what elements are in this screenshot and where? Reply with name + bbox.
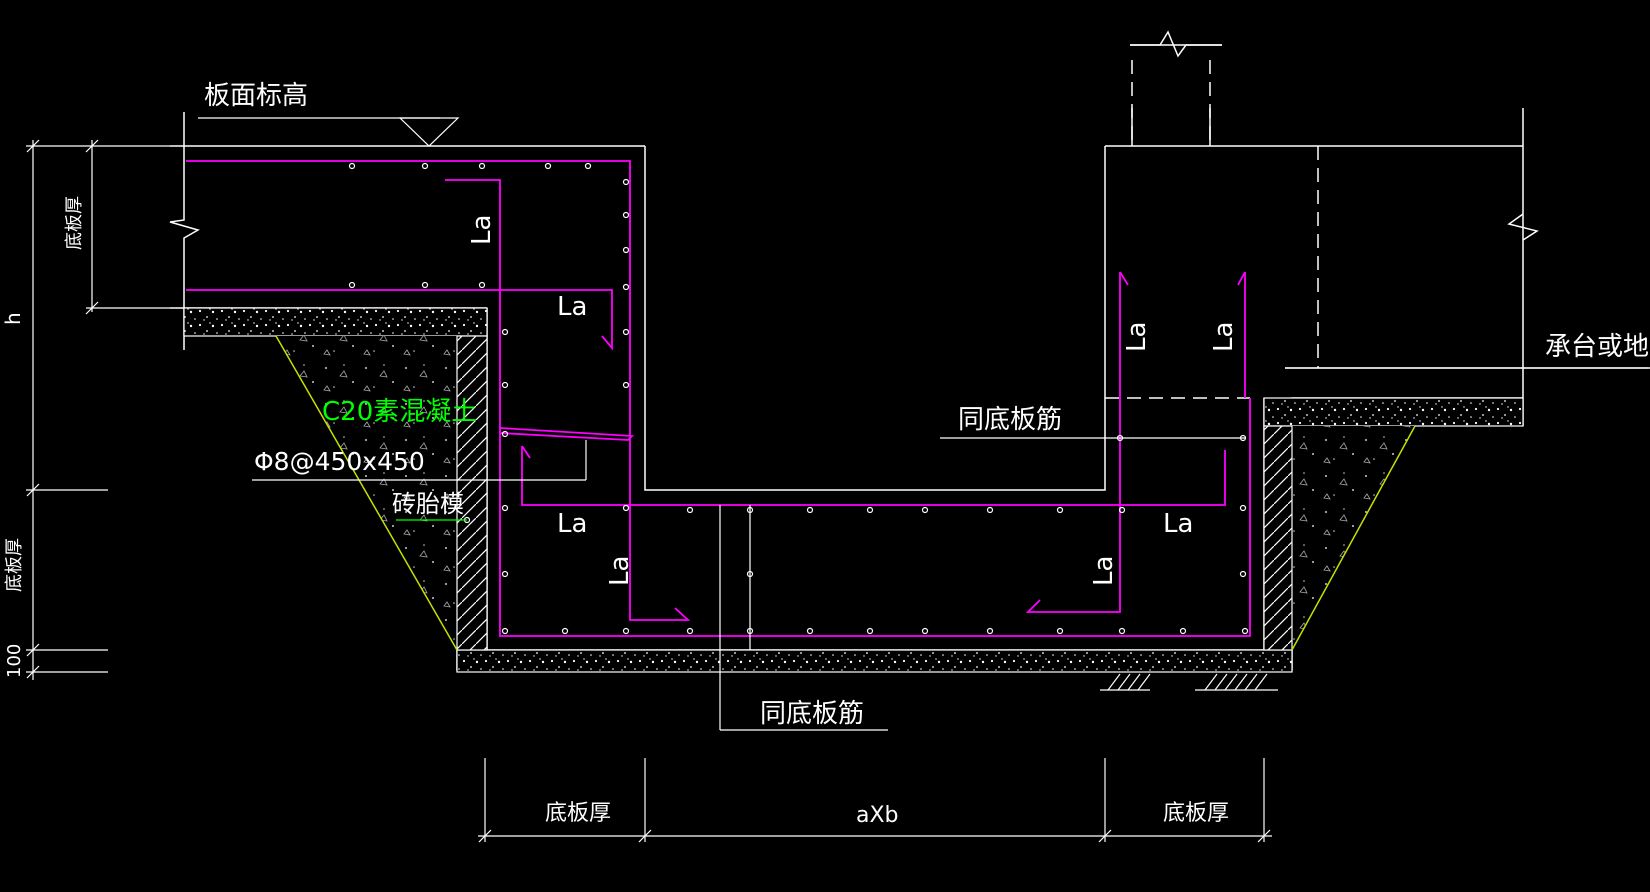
brick-mold-label: 砖胎模	[392, 490, 464, 518]
la-label-5: La	[1122, 322, 1152, 352]
bottom-thickness-label-top: 底板厚	[64, 196, 85, 250]
dim-100-label: 100	[4, 644, 25, 678]
la-label-6: La	[1209, 322, 1239, 352]
height-label: h	[1, 312, 25, 325]
cushion-left	[183, 307, 488, 337]
same-rebar-label-bottom: 同底板筋	[760, 699, 864, 729]
bottom-dimensions	[478, 758, 1272, 843]
dim-bottom-thickness-right: 底板厚	[1163, 801, 1229, 826]
rebar-lines	[186, 160, 1251, 637]
leader-lines	[198, 117, 1648, 731]
la-label-7: La	[1163, 509, 1193, 539]
bottom-thickness-label-mid: 底板厚	[4, 538, 25, 592]
pile-cap-label: 承台或地梁	[1545, 332, 1650, 362]
cushion-bottom	[456, 649, 1293, 673]
la-label-2: La	[557, 292, 587, 322]
brick-mold-left	[456, 335, 488, 651]
brick-mold-right	[1263, 425, 1293, 651]
la-label-3: La	[557, 509, 587, 539]
same-rebar-label-right: 同底板筋	[958, 405, 1062, 435]
dim-axb: aXb	[856, 803, 899, 828]
rebar-dots	[348, 162, 1249, 635]
left-dimensions	[26, 139, 170, 680]
slope-right	[1291, 425, 1416, 651]
la-label-4: La	[605, 556, 635, 586]
dim-bottom-thickness-left: 底板厚	[545, 801, 611, 826]
soil-hatch	[1100, 673, 1278, 691]
la-label-1: La	[467, 215, 497, 245]
concrete-label: C20素混凝土	[322, 397, 477, 427]
dashed-lines	[1105, 60, 1319, 399]
la-label-8: La	[1089, 556, 1119, 586]
cushion-right	[1263, 397, 1524, 427]
slab-top-elevation-label: 板面标高	[204, 81, 308, 111]
rebar-spec-label: Φ8@450x450	[254, 447, 425, 476]
slope-left	[275, 335, 458, 651]
